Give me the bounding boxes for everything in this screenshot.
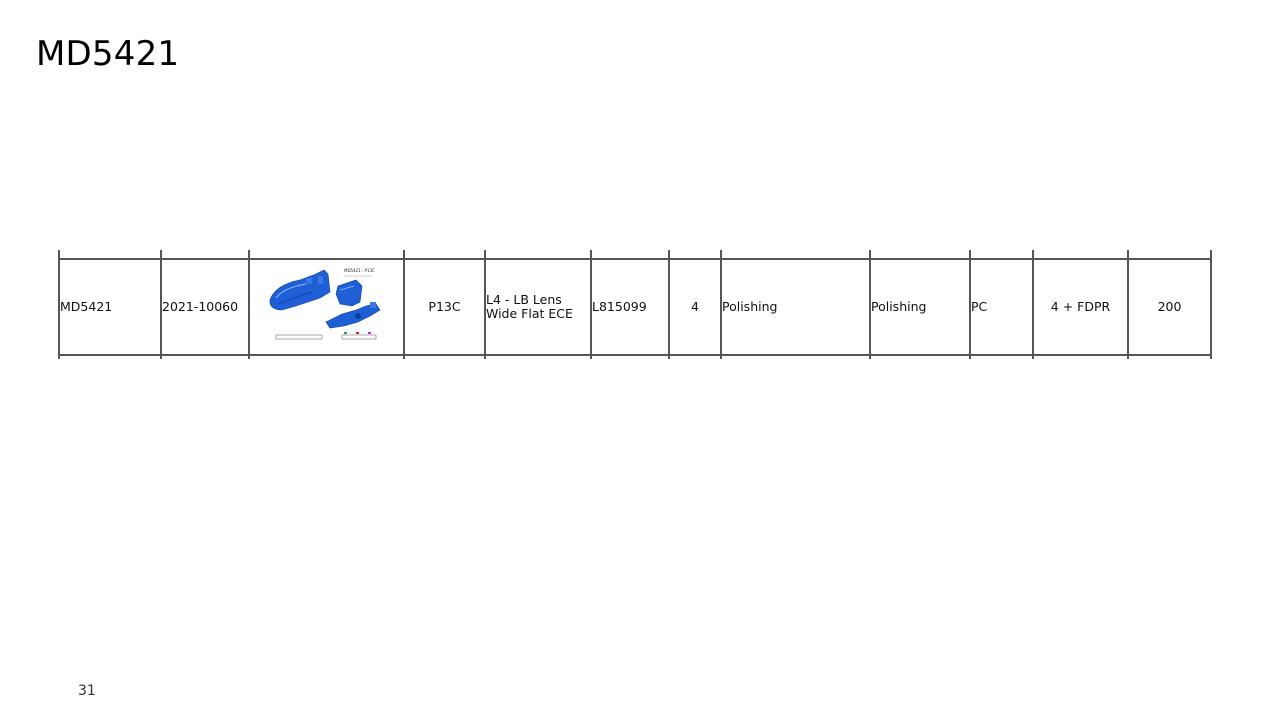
column-divider [160, 250, 162, 359]
cell-project-no: 2021-10060 [162, 299, 239, 314]
cell-part-no: L815099 [592, 299, 647, 314]
column-divider [590, 250, 592, 359]
part-thumbnail-image: MD5421 · P13C [266, 264, 402, 344]
cell-qty: 4 [691, 299, 699, 314]
thumbnail-caption: MD5421 · P13C [344, 268, 375, 273]
table-row [58, 258, 1212, 356]
cell-part: MD5421 [60, 299, 113, 314]
column-divider [969, 250, 971, 359]
parts-table: MD5421 2021-10060 P13C L4 - LB Lens Wide… [58, 250, 1212, 359]
slide-title: MD5421 [36, 34, 180, 74]
cell-description: L4 - LB Lens Wide Flat ECE [485, 258, 589, 356]
column-divider [668, 250, 670, 359]
column-divider [720, 250, 722, 359]
column-divider [248, 250, 250, 359]
column-divider [1127, 250, 1129, 359]
column-divider [58, 250, 60, 359]
column-divider [869, 250, 871, 359]
slide-number: 31 [78, 683, 96, 699]
cell-code: P13C [428, 299, 461, 314]
cell-process-1: Polishing [722, 299, 778, 314]
cell-material: PC [971, 299, 988, 314]
column-divider [1210, 250, 1212, 359]
description-line-1: L4 - LB Lens [486, 292, 562, 307]
description-line-2: Wide Flat ECE [486, 306, 573, 321]
cell-process-2: Polishing [871, 299, 927, 314]
bracket-part-shape [325, 302, 381, 329]
column-divider [484, 250, 486, 359]
lens-part-shape [269, 269, 331, 311]
cell-spec: 4 + FDPR [1050, 299, 1111, 314]
cell-value: 200 [1157, 299, 1182, 314]
column-divider [1032, 250, 1034, 359]
column-divider [403, 250, 405, 359]
lens-cover-shape [335, 279, 363, 307]
